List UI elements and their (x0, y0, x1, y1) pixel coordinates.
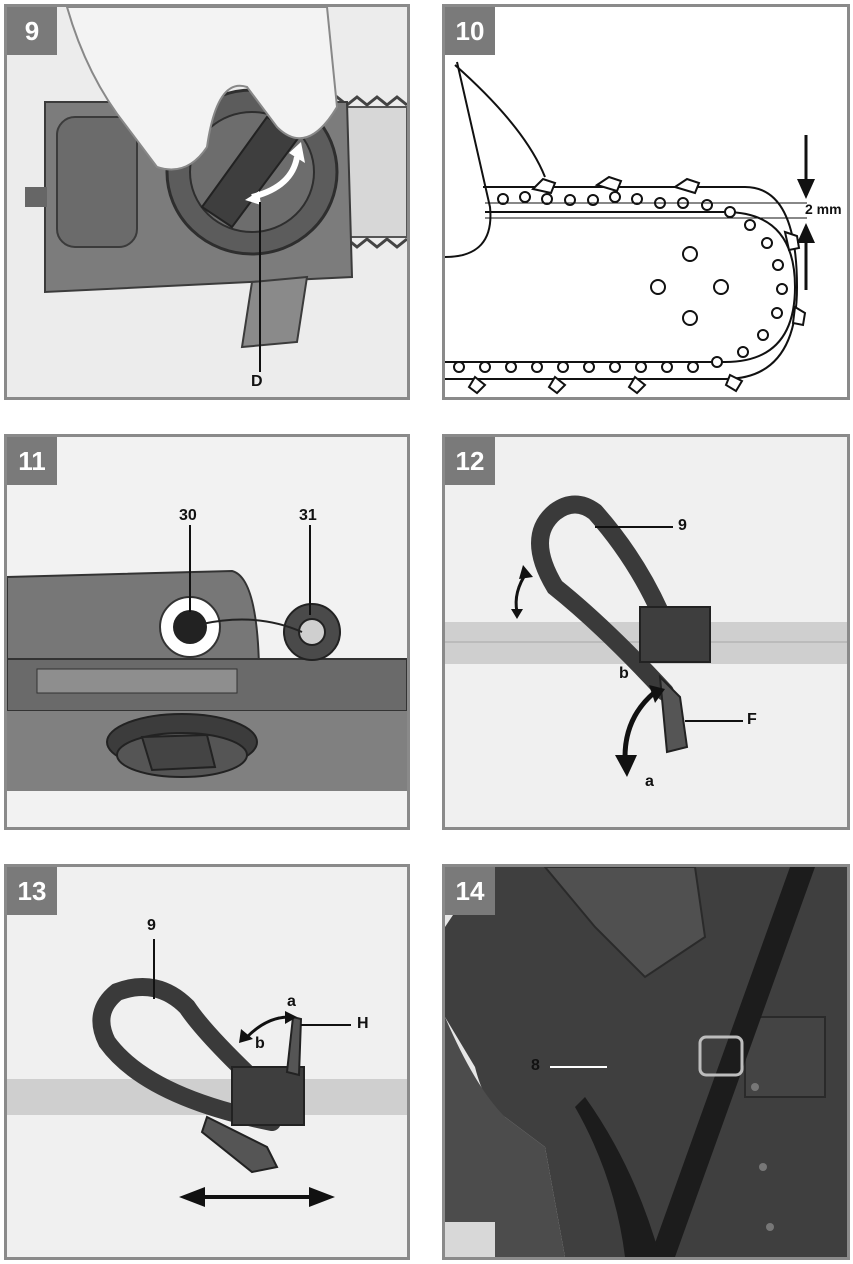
figure-number: 9 (7, 7, 57, 55)
figure-number: 13 (7, 867, 57, 915)
callout-label: b (255, 1035, 265, 1052)
callout-label: F (747, 711, 757, 728)
callout-label: 9 (147, 917, 156, 934)
figure-13-panel: 13 9 a H b (4, 864, 410, 1260)
figure-9-illustration (7, 7, 407, 397)
callout-label: 31 (299, 507, 317, 524)
figure-9-panel: 9 D (4, 4, 410, 400)
callout-label: H (357, 1015, 369, 1032)
figure-10-illustration (445, 7, 847, 397)
callout-label: a (645, 773, 654, 790)
figure-number: 10 (445, 7, 495, 55)
figure-11-panel: 11 30 31 (4, 434, 410, 830)
figure-11-illustration (7, 437, 407, 827)
dimension-label: 2 mm (805, 201, 842, 217)
figure-number: 12 (445, 437, 495, 485)
callout-label: D (251, 373, 263, 390)
figure-14-illustration (445, 867, 847, 1257)
figure-number: 11 (7, 437, 57, 485)
callout-label: b (619, 665, 629, 682)
figure-10-panel: 10 2 mm (442, 4, 850, 400)
callout-label: 30 (179, 507, 197, 524)
figure-12-panel: 12 9 b F a (442, 434, 850, 830)
figure-number: 14 (445, 867, 495, 915)
callout-label: a (287, 993, 296, 1010)
callout-label: 8 (531, 1057, 540, 1074)
figure-13-illustration (7, 867, 407, 1257)
callout-label: 9 (678, 517, 687, 534)
figure-14-panel: 14 8 (442, 864, 850, 1260)
figure-12-illustration (445, 437, 847, 827)
